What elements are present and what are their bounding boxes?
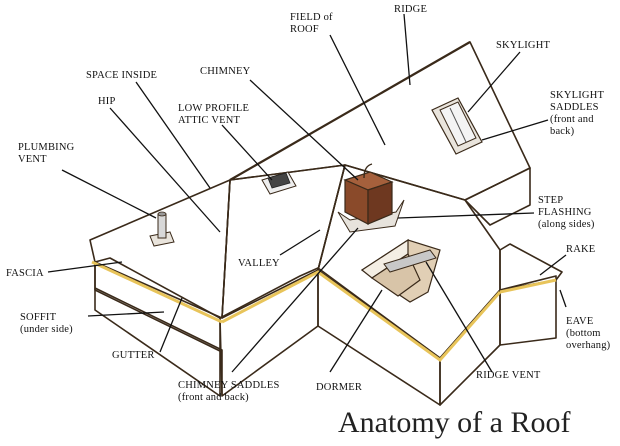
left-wall-front [94, 261, 223, 396]
svg-text:STEP: STEP [538, 195, 563, 206]
label-chimney: CHIMNEY [200, 66, 251, 77]
fascia-trim-left [91, 260, 223, 324]
label-space-inside: SPACE INSIDE [86, 70, 157, 81]
svg-text:(bottom: (bottom [566, 328, 601, 339]
label-valley: VALLEY [238, 258, 280, 269]
chimney-stack [337, 163, 405, 233]
label-fascia: FASCIA [6, 268, 44, 279]
label-soffit: SOFFIT (under side) [20, 312, 73, 335]
fascia-trim-right [499, 278, 557, 294]
svg-text:SKYLIGHT: SKYLIGHT [550, 90, 604, 101]
svg-text:SOFFIT: SOFFIT [20, 312, 57, 323]
label-ridge-vent: RIDGE VENT [476, 370, 541, 381]
label-dormer: DORMER [316, 382, 362, 393]
front-wall-left [219, 267, 319, 397]
svg-text:overhang): overhang) [566, 340, 611, 351]
svg-text:(under side): (under side) [20, 324, 73, 335]
svg-text:VENT: VENT [18, 154, 47, 165]
skylight-window [431, 97, 483, 155]
svg-text:ROOF: ROOF [290, 24, 319, 35]
diagram-title: Anatomy of a Roof [338, 406, 570, 439]
valley-line [317, 164, 346, 271]
label-ridge: RIDGE [394, 4, 427, 15]
svg-text:LOW PROFILE: LOW PROFILE [178, 103, 249, 114]
label-chimney-saddles: CHIMNEY SADDLES (front and back) [178, 380, 280, 403]
dormer-structure [360, 238, 441, 303]
svg-text:(front and: (front and [550, 114, 594, 125]
fascia-trim-front [221, 270, 502, 363]
svg-text:back): back) [550, 126, 575, 137]
svg-text:(along sides): (along sides) [538, 219, 595, 230]
label-hip: HIP [98, 96, 116, 107]
label-field-of-roof: FIELD of ROOF [290, 12, 333, 35]
svg-text:FLASHING: FLASHING [538, 207, 592, 218]
svg-text:ATTIC VENT: ATTIC VENT [178, 115, 241, 126]
back-wall-right [464, 167, 531, 226]
svg-text:PLUMBING: PLUMBING [18, 142, 75, 153]
rake-edge [499, 243, 563, 291]
hip-line [221, 179, 231, 319]
label-low-profile-attic-vent: LOW PROFILE ATTIC VENT [178, 103, 249, 126]
label-skylight-saddles: SKYLIGHT SADDLES (front and back) [550, 90, 604, 137]
label-rake: RAKE [566, 244, 595, 255]
ridge-line [229, 41, 471, 181]
label-plumbing-vent: PLUMBING VENT [18, 142, 75, 165]
svg-text:EAVE: EAVE [566, 316, 593, 327]
label-skylight: SKYLIGHT [496, 40, 550, 51]
right-wall-end [499, 275, 557, 346]
label-eave: EAVE (bottom overhang) [566, 316, 611, 351]
plumbing-vent-pipe [149, 211, 175, 247]
label-step-flashing: STEP FLASHING (along sides) [538, 195, 595, 230]
svg-text:FIELD of: FIELD of [290, 12, 333, 23]
svg-text:SADDLES: SADDLES [550, 102, 599, 113]
left-wall-end [94, 257, 221, 397]
svg-text:(front and back): (front and back) [178, 392, 249, 403]
svg-text:CHIMNEY SADDLES: CHIMNEY SADDLES [178, 380, 280, 391]
label-gutter: GUTTER [112, 350, 155, 361]
